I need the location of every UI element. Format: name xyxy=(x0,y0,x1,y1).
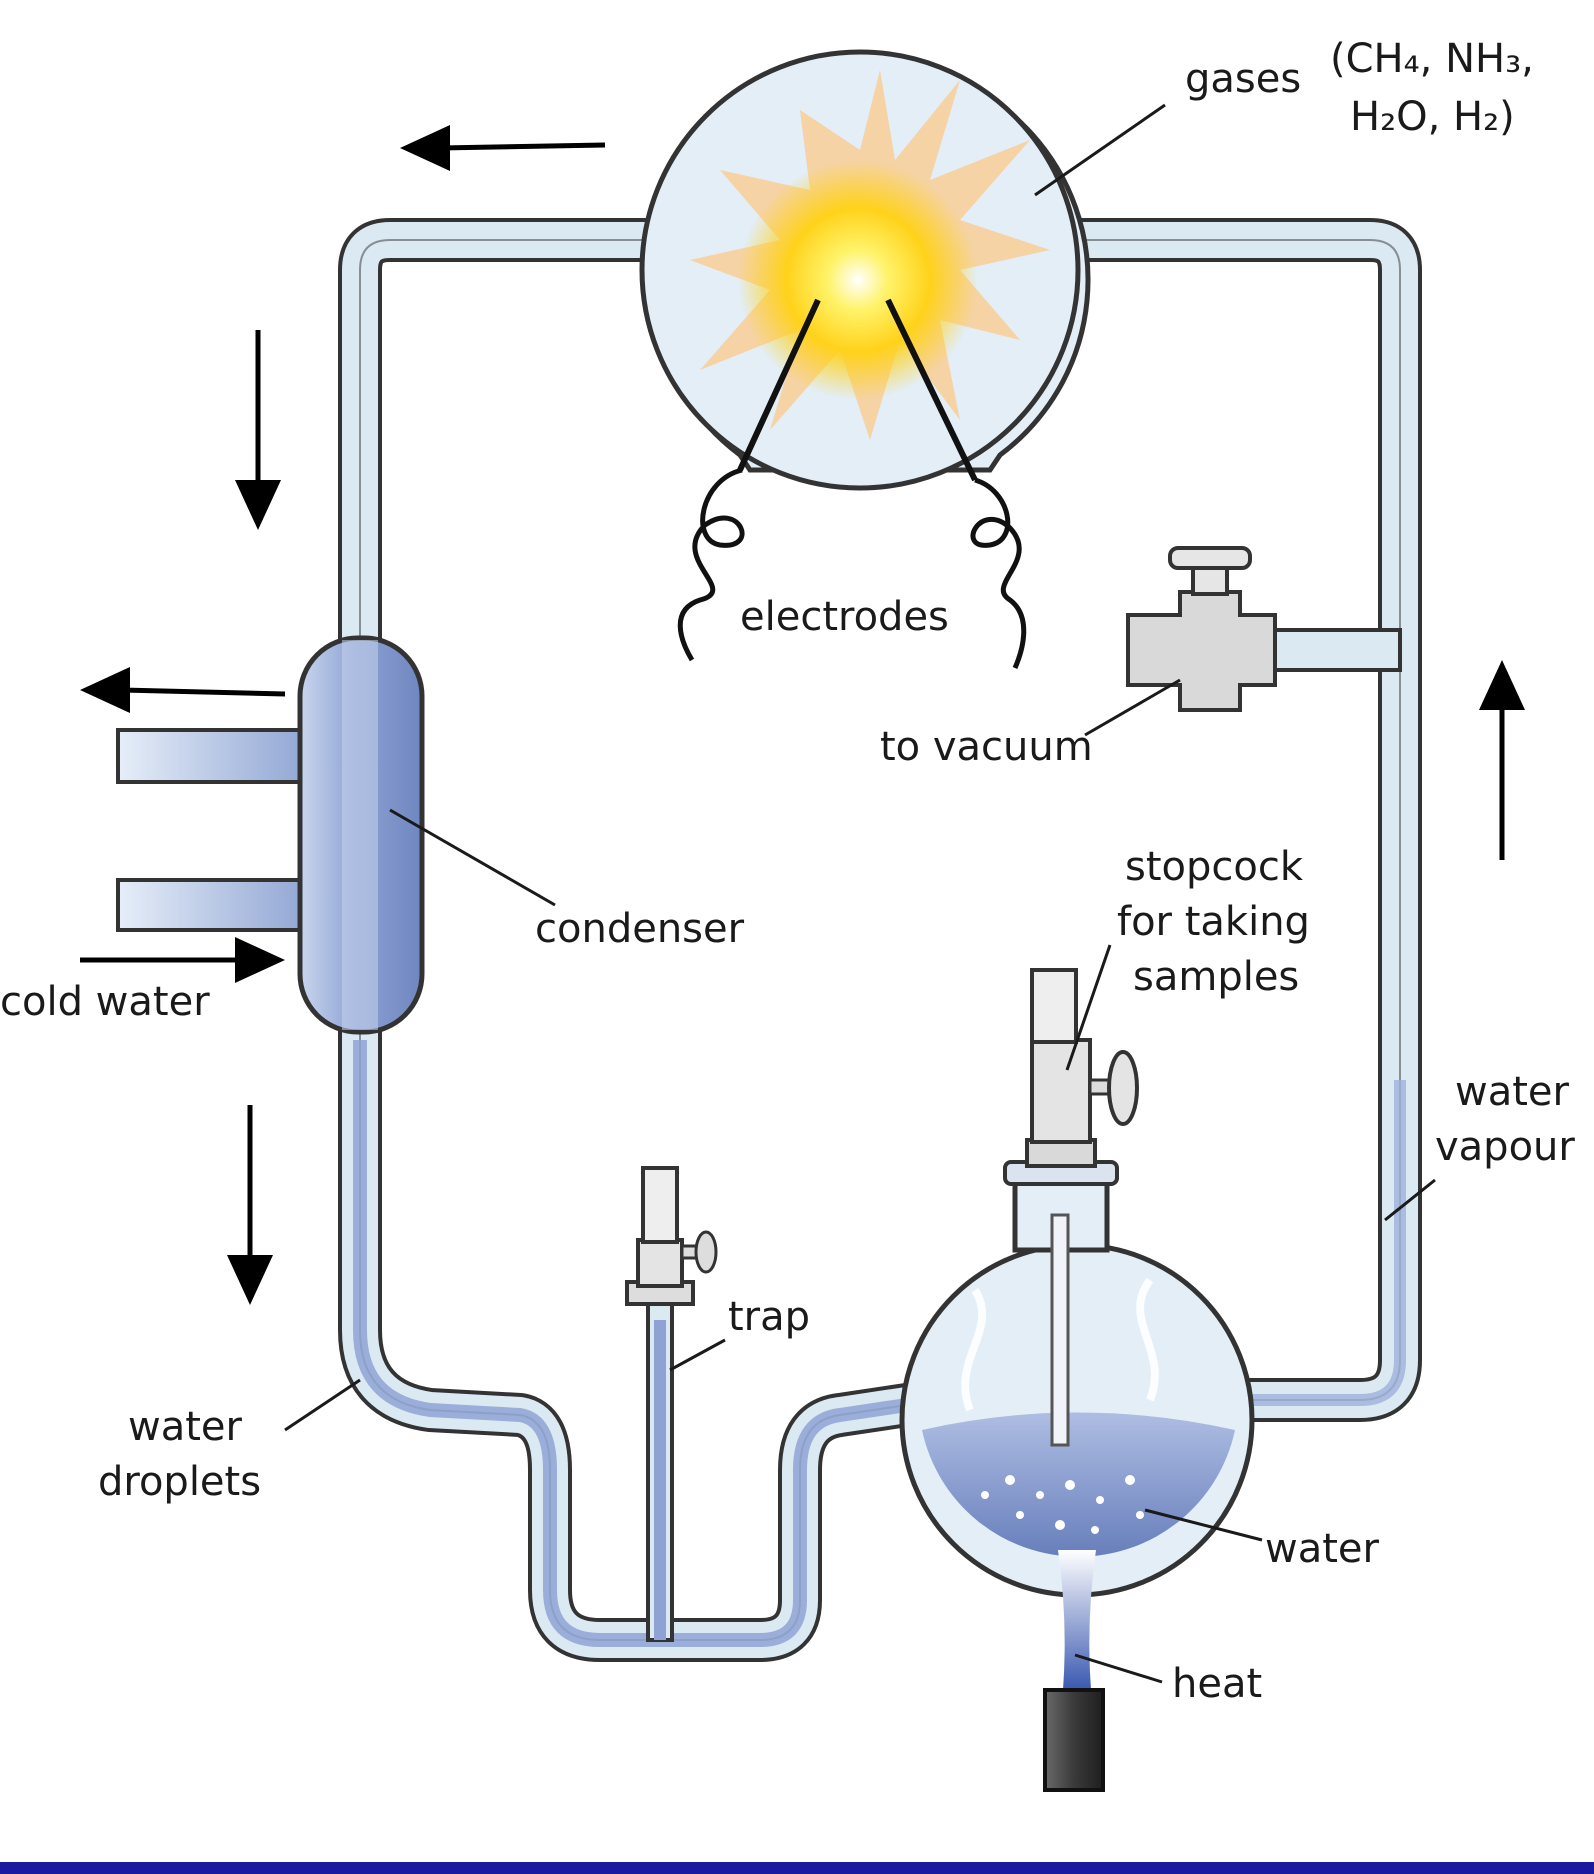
label-cold-water: cold water xyxy=(0,979,210,1025)
label-to-vacuum: to vacuum xyxy=(880,724,1093,770)
leader-lines xyxy=(284,103,1436,1684)
boiling-flask xyxy=(899,1160,1255,1598)
sample-stopcock xyxy=(1025,968,1139,1168)
arrow-up-right xyxy=(1479,660,1525,860)
label-electrodes: electrodes xyxy=(740,594,949,640)
burner xyxy=(1043,1688,1105,1792)
arrow-left-outflow xyxy=(80,667,286,713)
flame xyxy=(1058,1550,1096,1690)
label-water: water xyxy=(1265,1526,1380,1572)
electrode-left xyxy=(737,298,821,472)
spark-chamber xyxy=(639,49,1091,669)
label-gases: gases xyxy=(1185,56,1301,102)
arrow-right-inflow xyxy=(80,937,285,983)
label-stopcock-line2: for taking xyxy=(1117,899,1310,945)
flow-arrows xyxy=(80,125,1525,1305)
arrow-left-top xyxy=(400,125,606,171)
arrow-down-lower xyxy=(227,1105,273,1305)
trap xyxy=(625,1166,718,1642)
water-in-flask xyxy=(922,1412,1235,1557)
condenser xyxy=(116,635,425,1035)
electrode-right xyxy=(885,298,978,482)
label-gases-formula-line2: H₂O, H₂) xyxy=(1350,94,1515,140)
glass-tube-loop xyxy=(338,218,1422,1662)
label-water-droplets-line1: water xyxy=(128,1404,243,1450)
label-condenser: condenser xyxy=(535,906,745,952)
label-trap: trap xyxy=(728,1294,810,1340)
arrow-down-upper xyxy=(235,330,281,530)
heat-source xyxy=(1043,1550,1105,1792)
label-gases-formula-line1: (CH₄, NH₃, xyxy=(1330,36,1534,82)
wire-right xyxy=(970,477,1027,669)
label-water-droplets-line2: droplets xyxy=(98,1459,261,1505)
bottom-border-bar xyxy=(0,1862,1594,1874)
vacuum-valve xyxy=(1126,546,1402,712)
labels: gases (CH₄, NH₃, H₂O, H₂) electrodes to … xyxy=(0,36,1575,1707)
label-stopcock-line3: samples xyxy=(1133,954,1299,1000)
spark xyxy=(738,160,978,400)
label-stopcock-line1: stopcock xyxy=(1125,844,1304,890)
label-water-vapour-line1: water xyxy=(1455,1069,1570,1115)
label-heat: heat xyxy=(1172,1661,1262,1707)
wire-left xyxy=(677,467,745,662)
label-water-vapour-line2: vapour xyxy=(1435,1124,1575,1170)
